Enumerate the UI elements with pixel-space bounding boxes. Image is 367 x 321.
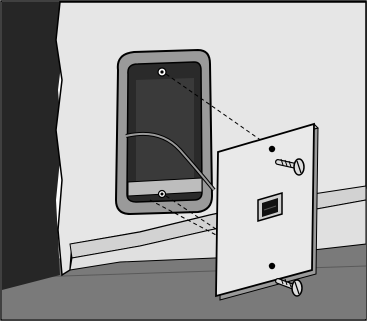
wall-cutaway — [2, 2, 64, 290]
electrical-box-icon — [116, 50, 212, 214]
